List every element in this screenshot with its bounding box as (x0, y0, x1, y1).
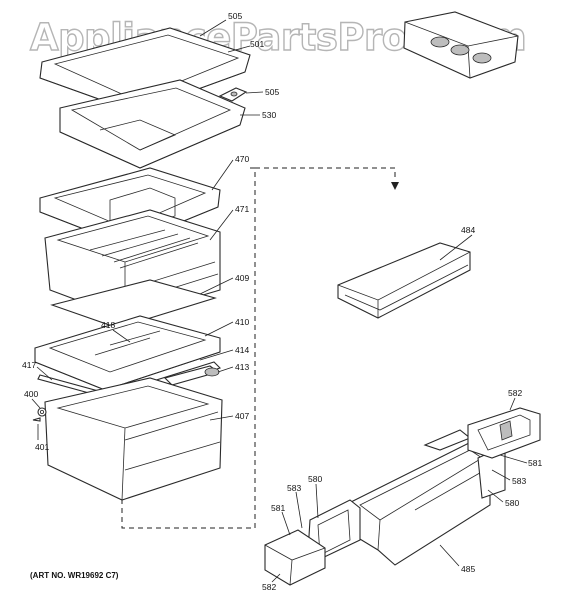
small-hardware (32, 407, 47, 422)
door-bin-accessory (403, 11, 519, 79)
callout-580-right: 580 (505, 498, 519, 508)
callout-581-left: 581 (271, 503, 285, 513)
callout-501: 501 (250, 39, 264, 49)
callout-414: 414 (235, 345, 249, 355)
drawer-frame (34, 315, 221, 391)
drawer-glass (50, 279, 217, 329)
callout-400: 400 (24, 389, 38, 399)
callout-505-top: 505 (228, 11, 242, 21)
art-number: (ART NO. WR19692 C7) (30, 571, 119, 580)
snack-pan-cover (337, 242, 471, 319)
callout-407: 407 (235, 411, 249, 421)
callout-530: 530 (262, 110, 276, 120)
callout-583-left: 583 (287, 483, 301, 493)
callout-470: 470 (235, 154, 249, 164)
callout-labels: 505 501 505 530 470 471 409 418 410 414 … (22, 11, 542, 592)
callout-471: 471 (235, 204, 249, 214)
callout-484: 484 (461, 225, 475, 235)
end-caps (264, 407, 541, 586)
callout-582-bottom: 582 (262, 582, 276, 592)
callout-409: 409 (235, 273, 249, 283)
callout-485: 485 (461, 564, 475, 574)
callout-581-right: 581 (528, 458, 542, 468)
shelf-frame (59, 79, 246, 169)
callout-410: 410 (235, 317, 249, 327)
callout-418: 418 (101, 320, 115, 330)
callout-413: 413 (235, 362, 249, 372)
dashed-relation-line (121, 167, 399, 529)
callout-582-top: 582 (508, 388, 522, 398)
callout-583-right: 583 (512, 476, 526, 486)
callout-580-left: 580 (308, 474, 322, 484)
shelf-clip (218, 87, 248, 102)
callout-505-clip: 505 (265, 87, 279, 97)
callout-417: 417 (22, 360, 36, 370)
callout-401: 401 (35, 442, 49, 452)
drawer-pan (44, 377, 223, 501)
leader-lines (31, 19, 528, 583)
